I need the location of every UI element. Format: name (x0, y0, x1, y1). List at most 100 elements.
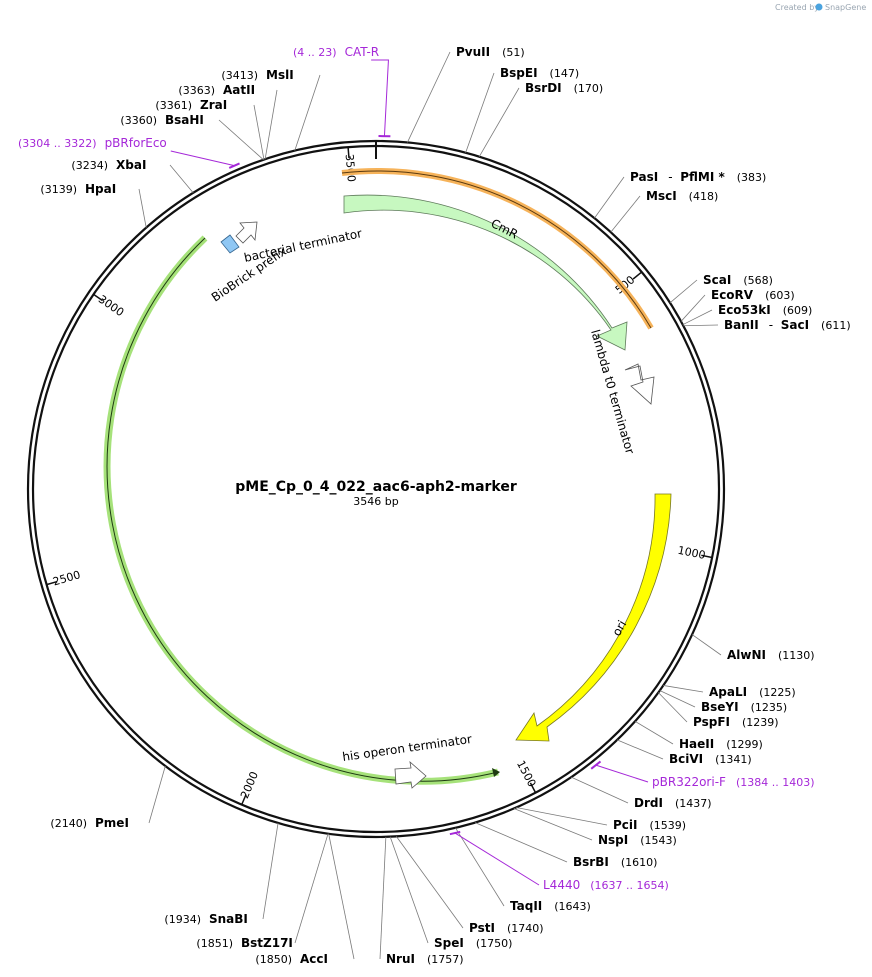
restriction-site-pspfi[interactable]: PspFI(1239) (693, 715, 779, 729)
restriction-site-taqii[interactable]: TaqII(1643) (510, 899, 591, 913)
site-name: HaeII (679, 737, 714, 751)
site-leader-line (407, 51, 451, 143)
credit-app: SnapGene (825, 3, 866, 12)
site-position: (418) (689, 190, 719, 203)
site-name: SpeI (434, 936, 464, 950)
restriction-site-apali[interactable]: ApaLI(1225) (709, 685, 796, 699)
site-position: (1543) (640, 834, 677, 847)
primer-leader-line (595, 764, 649, 783)
site-position: (1225) (759, 686, 796, 699)
restriction-site-scai[interactable]: ScaI(568) (703, 273, 773, 287)
lambda-t0-terminator-arrow[interactable] (624, 363, 655, 405)
site-leader-line (658, 692, 688, 723)
site-name: PciI (613, 818, 638, 832)
site-position: (1299) (726, 738, 763, 751)
restriction-site-bcivi[interactable]: BciVI(1341) (669, 752, 752, 766)
site-separator: - (769, 318, 773, 332)
primer-name: pBRforEco (105, 136, 167, 150)
credit-created-by: Created by (775, 3, 819, 12)
restriction-site-bsrdi[interactable]: BsrDI(170) (525, 81, 603, 95)
site-name: ScaI (703, 273, 731, 287)
restriction-site-msli[interactable]: (3413)MslI (221, 68, 293, 82)
restriction-site-zrai[interactable]: (3361)ZraI (155, 98, 227, 112)
site-leader-line (610, 195, 641, 233)
site-name: BsaHI (165, 113, 204, 127)
site-leader-line (262, 822, 279, 920)
restriction-site-spei[interactable]: SpeI (1750) (434, 936, 512, 950)
site-leader-line (169, 164, 194, 194)
site-separator: - (668, 170, 672, 184)
restriction-site-psti[interactable]: PstI(1740) (469, 921, 544, 935)
primer-pbr322ori-f[interactable]: (1384 .. 1403)pBR322ori-F (652, 775, 815, 789)
restriction-site-pvuii[interactable]: PvuII(51) (456, 45, 525, 59)
restriction-site-pcii[interactable]: PciI(1539) (613, 818, 686, 832)
ori-feature-arrow[interactable] (515, 493, 672, 742)
site-position: (1934) (164, 913, 201, 926)
restriction-site-bstz17i[interactable]: (1851)BstZ17I (196, 936, 292, 950)
site-leader-line (465, 72, 495, 153)
site-position: (2140) (50, 817, 87, 830)
site-name: NspI (598, 833, 628, 847)
primer-bar (449, 830, 461, 836)
restriction-site-drdi[interactable]: DrdI(1437) (634, 796, 712, 810)
restriction-site-bsahi[interactable]: (3360)BsaHI (120, 113, 203, 127)
restriction-site-bseyi[interactable]: BseYI(1235) (701, 700, 787, 714)
restriction-site-aatii[interactable]: (3363)AatII (178, 83, 255, 97)
site-name: PspFI (693, 715, 730, 729)
plasmid-size: 3546 bp (353, 495, 398, 508)
ori-label: ori (609, 618, 629, 639)
site-leader-line (253, 104, 265, 160)
plasmid-name: pME_Cp_0_4_022_aac6-aph2-marker (235, 479, 517, 495)
site-position: (1757) (427, 953, 464, 966)
restriction-site-snabi[interactable]: (1934) SnaBI (164, 912, 247, 926)
restriction-site-ecorv[interactable]: EcoRV(603) (711, 288, 795, 302)
restriction-site-pasi[interactable]: PasI-PflMI *(383) (630, 170, 766, 184)
restriction-site-banii[interactable]: BanII-SacI(611) (724, 318, 851, 332)
primer-pbrforeco[interactable]: (3304 .. 3322)pBRforEco (18, 136, 167, 150)
site-position: (603) (765, 289, 795, 302)
site-position: (1341) (715, 753, 752, 766)
restriction-site-xbai[interactable]: (3234)XbaI (71, 158, 146, 172)
site-name: NruI (386, 952, 415, 966)
site-leader-line (634, 720, 674, 745)
restriction-site-haeii[interactable]: HaeII (1299) (679, 737, 763, 751)
green-feature-arc-line (106, 237, 499, 782)
site-position: (383) (737, 171, 767, 184)
restriction-site-eco53ki[interactable]: Eco53kI(609) (718, 303, 812, 317)
restriction-site-bsrbi[interactable]: BsrBI(1610) (573, 855, 657, 869)
site-leader-line (218, 119, 264, 161)
site-name: SnaBI (209, 912, 248, 926)
green-feature-arc (103, 235, 499, 785)
site-position: (1235) (751, 701, 788, 714)
primer-cat-r[interactable]: (4 .. 23)CAT-R (293, 45, 379, 59)
site-leader-line (659, 690, 696, 708)
restriction-site-bspei[interactable]: BspEI(147) (500, 66, 579, 80)
site-position: (609) (783, 304, 813, 317)
restriction-site-alwni[interactable]: AlwNI(1130) (727, 648, 815, 662)
restriction-site-hpai[interactable]: (3139)HpaI (40, 182, 116, 196)
restriction-site-msci[interactable]: MscI(418) (646, 189, 718, 203)
restriction-site-pmei[interactable]: (2140) PmeI (50, 816, 128, 830)
tick-label: 3000 (96, 293, 126, 320)
restriction-site-nrui[interactable]: NruI (1757) (386, 952, 464, 966)
primer-name: pBR322ori-F (652, 775, 726, 789)
site-name: ZraI (200, 98, 227, 112)
cmr-feature-arrow[interactable] (343, 194, 628, 351)
lambda-t0-terminator-label: lambda t0 terminator (588, 328, 637, 456)
tick-mark (347, 147, 350, 159)
primer-l4440[interactable]: (1637 .. 1654)L4440 (543, 878, 669, 892)
restriction-site-acci[interactable]: (1850)AccI (255, 952, 328, 966)
site-leader-line (680, 294, 706, 322)
snapgene-logo-icon (815, 3, 823, 11)
site-name: MslI (266, 68, 294, 82)
site-name: PasI (630, 170, 658, 184)
site-position: (1750) (476, 937, 513, 950)
his-operon-terminator-arrow[interactable] (394, 760, 427, 789)
site-name: PstI (469, 921, 495, 935)
tick-mark (46, 580, 58, 586)
site-name: PmeI (95, 816, 129, 830)
restriction-site-nspi[interactable]: NspI (1543) (598, 833, 677, 847)
biobrick-prefix-box[interactable] (220, 234, 240, 254)
bacterial-terminator-arrow[interactable] (235, 221, 258, 244)
